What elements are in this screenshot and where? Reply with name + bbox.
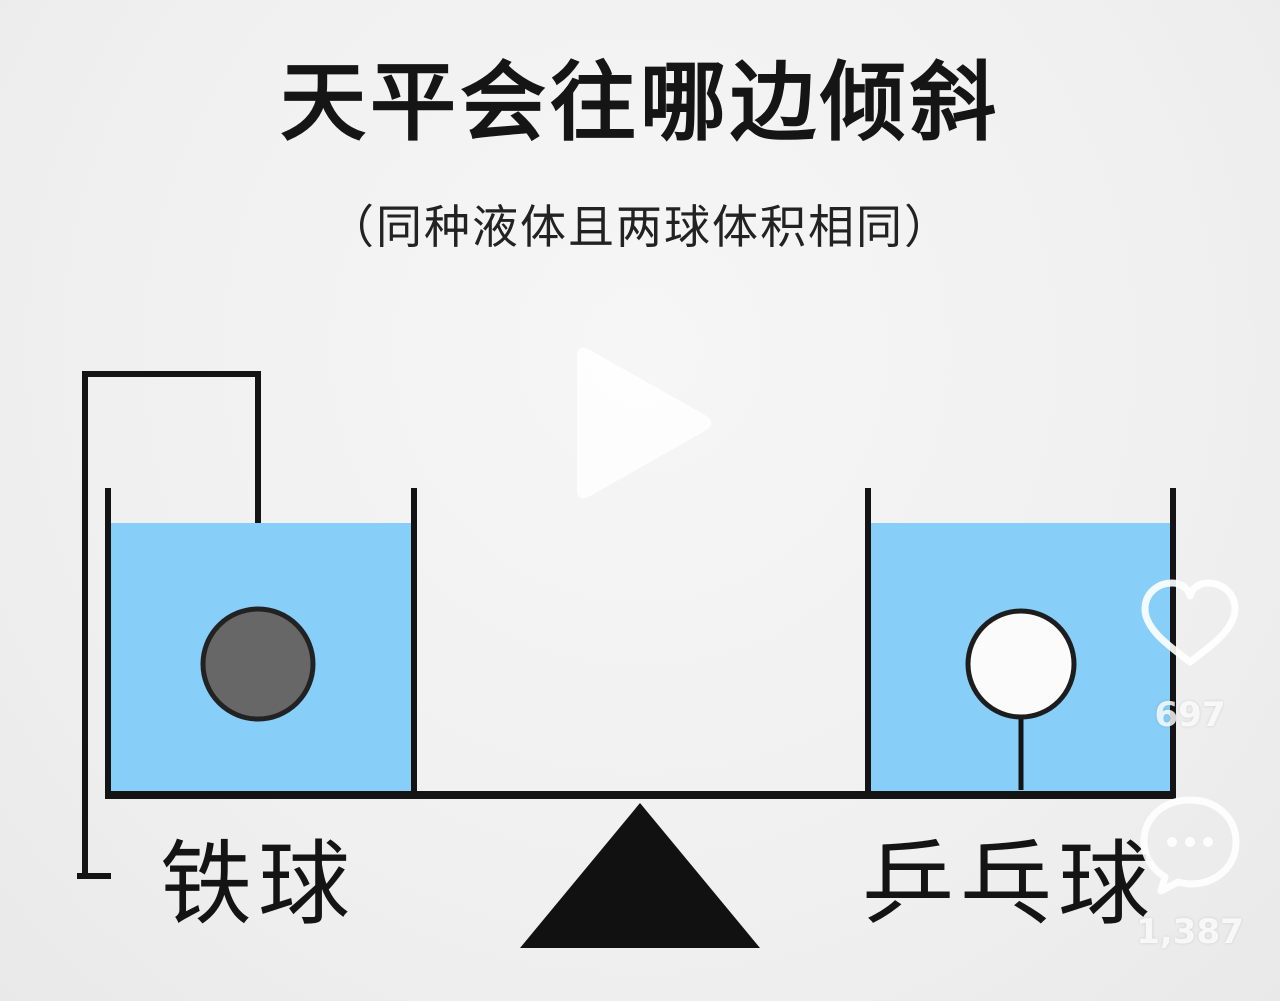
ping-pong-label: 乒乓球 bbox=[862, 831, 1157, 938]
like-button[interactable] bbox=[1130, 578, 1250, 682]
left-support-stand bbox=[77, 371, 261, 879]
comment-icon bbox=[1140, 796, 1240, 895]
fulcrum bbox=[520, 803, 760, 948]
comment-count: 1,387 bbox=[1136, 912, 1244, 952]
video-title: 天平会往哪边倾斜 bbox=[280, 53, 1000, 153]
like-count: 697 bbox=[1154, 695, 1226, 735]
left-beaker-outline bbox=[105, 488, 417, 795]
ping-pong-ball bbox=[965, 608, 1077, 720]
right-beaker-outline bbox=[865, 488, 1176, 795]
play-button[interactable] bbox=[545, 335, 735, 525]
comment-button[interactable] bbox=[1130, 790, 1250, 904]
heart-icon bbox=[1141, 579, 1239, 666]
iron-ball bbox=[200, 606, 316, 722]
iron-ball-label: 铁球 bbox=[160, 831, 357, 938]
play-icon bbox=[577, 347, 712, 499]
video-subtitle: （同种液体且两球体积相同） bbox=[328, 200, 952, 254]
